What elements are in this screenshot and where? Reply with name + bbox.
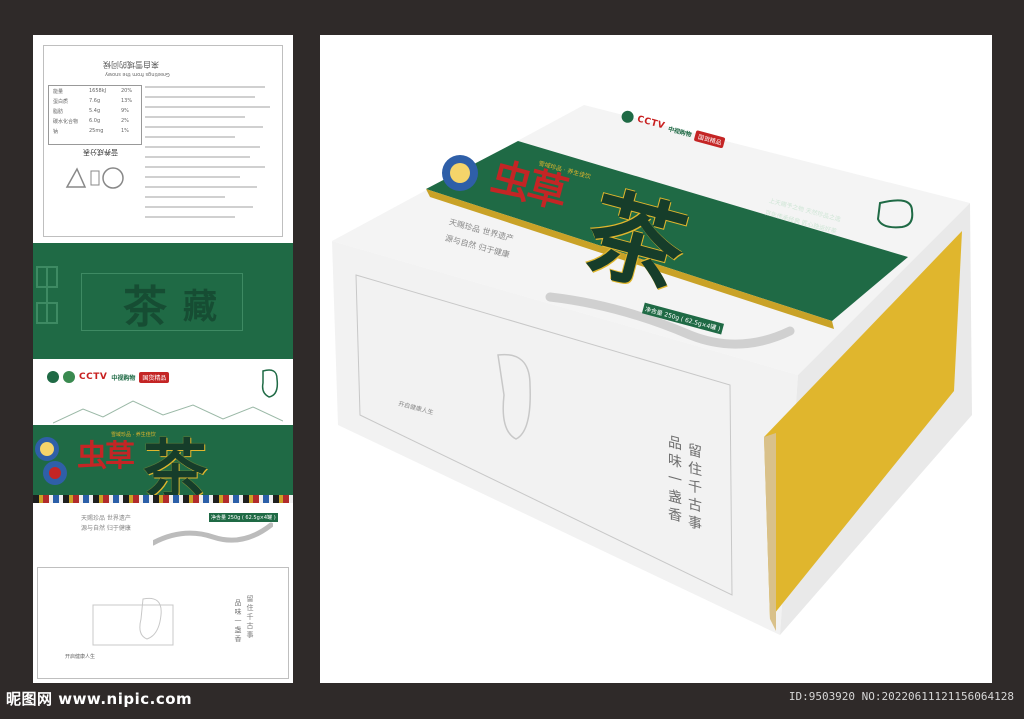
cordyceps-illustration — [153, 522, 273, 546]
box-mockup-panel: CCTV 中视购物 国货精品 虫草 雪域珍品 · 养生佳饮 茶 天赐珍品 世界遗… — [320, 35, 992, 683]
region-map-icon — [876, 199, 914, 229]
nutrition-row: 1% — [121, 128, 129, 134]
emblem-icon — [63, 371, 75, 383]
front-map-outline — [497, 353, 531, 440]
nutrition-row: 6.0g — [89, 118, 101, 124]
box-inner-gold — [764, 231, 962, 619]
nutrition-row: 钠 — [53, 129, 59, 135]
top-text: 来自雪域的问候 — [103, 60, 159, 69]
box-poem-a: 品味一盏香 — [666, 432, 682, 528]
scroll-outline — [92, 597, 174, 646]
side-panel-frame — [37, 567, 289, 679]
nutrition-row: 能量 — [53, 89, 64, 95]
poem-b: 留住千古事 — [246, 595, 254, 640]
nutrition-row: 5.4g — [89, 108, 101, 114]
box-top-green-band — [426, 141, 908, 321]
green-band: 茶 藏 — [33, 243, 293, 359]
ingredient-text-lines — [145, 86, 270, 218]
flat-layout-panel: 来自雪域的问候 Greetings from the snowy 能量 1658… — [33, 35, 293, 683]
slogan-3: 源与自然 归于健康 — [81, 525, 131, 532]
nutrition-row: 25mg — [89, 128, 104, 134]
band-tea-mark: 茶 — [123, 282, 167, 333]
net-weight: 净含量 250g ( 62.5g×4罐 ) — [209, 513, 278, 522]
nutrition-row: 13% — [121, 98, 133, 104]
tibetan-stripe — [33, 495, 293, 503]
nutrition-table: 能量 1658kJ 20% 蛋白质 7.6g 13% 脂肪 5.4g 9% 碳水… — [48, 85, 142, 145]
knot-pattern-icon — [36, 266, 58, 324]
emblem-icon — [47, 371, 59, 383]
box-inner-edge — [764, 433, 776, 631]
box-3d-svg — [332, 105, 972, 635]
nutrition-row: 碳水化合物 — [53, 119, 79, 125]
recycle-icons — [65, 167, 124, 189]
watermark-left: 昵图网 www.nipic.com — [6, 690, 193, 708]
nutrition-title: 营养成分表 — [83, 148, 118, 156]
box-front-face — [332, 241, 798, 635]
front-green-band: 虫草 雪域珍品 · 养生佳饮 茶 — [33, 425, 293, 508]
poem-a: 品味一盏香 — [234, 599, 242, 644]
ribbon-text: 雪域珍品 · 养生佳饮 — [111, 432, 156, 438]
band-mark: 藏 — [183, 287, 217, 327]
top-ornate-frame — [43, 45, 283, 237]
nutrition-row: 1658kJ — [89, 88, 107, 94]
small-caption: 开启健康人生 — [65, 654, 96, 660]
box-top-stripe — [426, 189, 834, 329]
brand-badge: 国货精品 — [139, 371, 170, 383]
cloud-pattern-icon — [35, 437, 67, 485]
top-text-en: Greetings from the snowy — [105, 71, 170, 77]
nutrition-row: 蛋白质 — [53, 99, 69, 105]
title-a: 虫草 — [77, 439, 135, 474]
box-poem-b: 留住千古事 — [686, 440, 702, 536]
brand-logo-row: CCTV 中视购物 国货精品 — [47, 371, 170, 383]
cloud-ornament-icon — [450, 163, 470, 183]
nutrition-row: 2% — [121, 118, 129, 124]
nutrition-row: 20% — [121, 88, 133, 94]
cctv-logo: CCTV — [79, 372, 108, 382]
front-panel-frame — [355, 274, 733, 596]
watermark-right: ID:9503920 NO:20220611121156064128 — [788, 690, 1014, 703]
brand-cn: 中视购物 — [111, 374, 136, 382]
mountain-lineart — [53, 400, 283, 424]
nutrition-row: 脂肪 — [53, 109, 64, 115]
nutrition-row: 9% — [121, 108, 129, 114]
nutrition-row: 7.6g — [89, 98, 101, 104]
region-map-icon — [261, 369, 279, 398]
slogan-2: 天赐珍品 世界遗产 — [81, 515, 131, 522]
band-frame — [81, 273, 243, 331]
cordyceps-illustration — [545, 292, 795, 349]
